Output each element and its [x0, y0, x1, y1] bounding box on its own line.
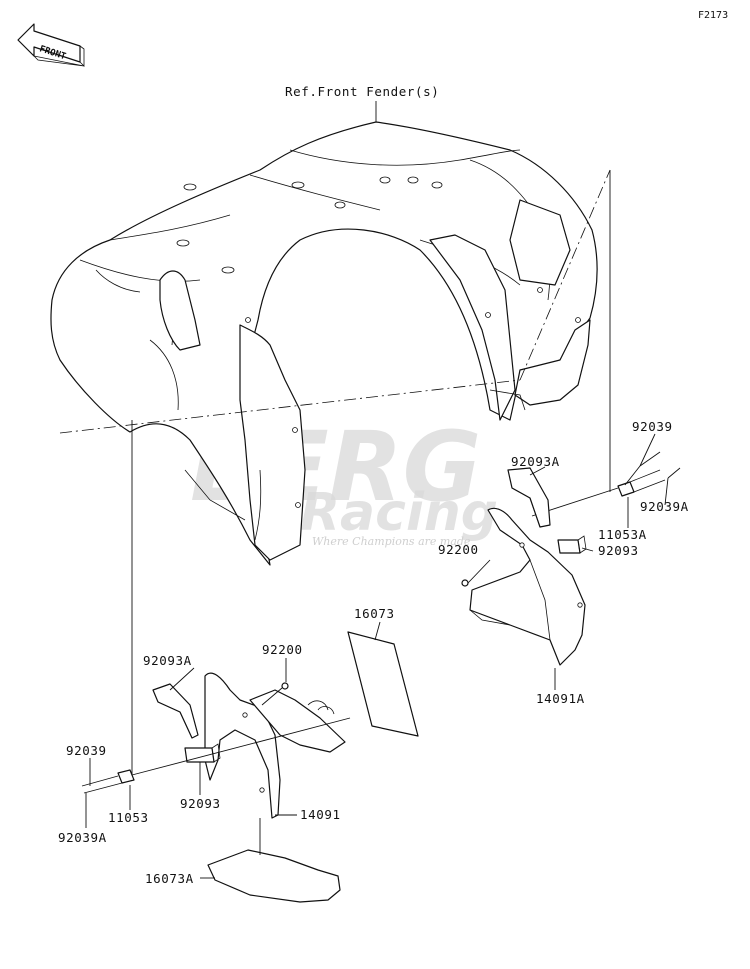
label-92093A-left: 92093A — [143, 653, 192, 668]
nut-right-92200 — [461, 559, 491, 587]
seal-left-92093A — [152, 683, 199, 739]
leader-lines — [85, 433, 669, 879]
label-14091: 14091 — [300, 807, 341, 822]
mud-flap-left-14091 — [204, 672, 346, 819]
label-92093A-right: 92093A — [511, 454, 560, 469]
watermark: BERG Racing Where Champions are made — [190, 411, 498, 548]
watermark-tagline: Where Champions are made — [312, 535, 471, 548]
sheet-16073 — [347, 631, 419, 737]
reference-label: Ref.Front Fender(s) — [285, 84, 439, 99]
label-92039A-left: 92039A — [58, 830, 107, 845]
clip-right-11053A — [617, 451, 681, 497]
nut-left-92200 — [261, 682, 289, 706]
front-arrow-icon: FRONT — [17, 23, 85, 67]
sheet-16073A — [207, 849, 341, 903]
label-92093-right: 92093 — [598, 543, 639, 558]
label-11053: 11053 — [108, 810, 149, 825]
label-92200-right: 92200 — [438, 542, 479, 557]
label-16073A: 16073A — [145, 871, 194, 886]
mud-flap-right-14091A — [469, 507, 586, 666]
label-92200-left: 92200 — [262, 642, 303, 657]
label-92039-right: 92039 — [632, 419, 673, 434]
block-right-92093 — [557, 535, 587, 554]
label-16073: 16073 — [354, 606, 395, 621]
watermark-line2: Racing — [300, 483, 498, 543]
label-92039-left: 92039 — [66, 743, 107, 758]
label-14091A: 14091A — [536, 691, 585, 706]
label-92039A-right: 92039A — [640, 499, 689, 514]
clip-left-11053 — [81, 769, 135, 794]
block-left-92093 — [184, 743, 221, 763]
front-fender — [50, 121, 598, 566]
figure-id: F2173 — [698, 10, 728, 21]
seal-right-92093A — [507, 467, 551, 528]
label-11053A: 11053A — [598, 527, 647, 542]
label-92093-left: 92093 — [180, 796, 221, 811]
